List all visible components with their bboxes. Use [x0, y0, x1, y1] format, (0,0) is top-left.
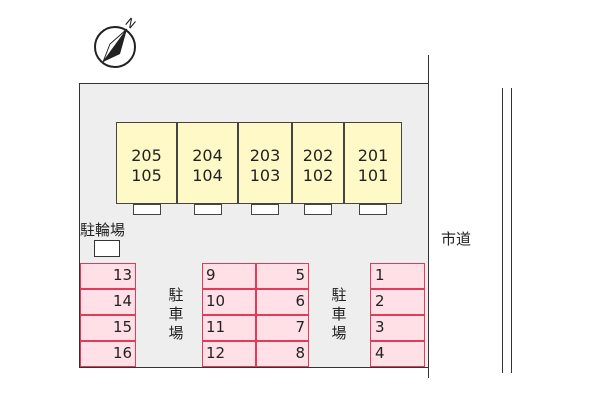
parking-space-number: 4	[375, 344, 385, 362]
parking-space: 6	[256, 289, 309, 315]
parking-label-middle: 駐車場	[168, 286, 184, 342]
unit-entrance-porch	[359, 204, 387, 215]
unit-number-upper: 205	[131, 146, 162, 165]
parking-space: 9	[202, 263, 256, 289]
unit-number-upper: 201	[357, 146, 389, 165]
parking-space: 1	[370, 263, 425, 289]
parking-space-number: 15	[113, 318, 133, 336]
parking-space: 7	[256, 315, 309, 341]
parking-space: 10	[202, 289, 256, 315]
bicycle-parking-area	[94, 240, 120, 257]
lot-right-boundary	[428, 55, 429, 378]
unit-entrance-porch	[304, 204, 332, 215]
parking-label-right: 駐車場	[331, 286, 347, 342]
parking-space: 4	[370, 341, 425, 367]
unit-entrance-porch	[193, 204, 222, 215]
parking-space-number: 14	[113, 292, 133, 310]
parking-space-number: 16	[113, 344, 133, 362]
parking-space-number: 7	[295, 318, 305, 336]
parking-space-number: 8	[295, 344, 305, 362]
unit-number-upper: 203	[249, 146, 281, 165]
parking-space-number: 3	[375, 318, 385, 336]
parking-space: 13	[80, 263, 136, 289]
parking-space: 12	[202, 341, 256, 367]
parking-space-number: 10	[206, 292, 226, 310]
unit-number-lower: 105	[131, 166, 162, 185]
parking-space-number: 12	[206, 344, 226, 362]
road-label: 市道	[441, 230, 472, 248]
road-edge-left	[502, 88, 503, 373]
unit-number-lower: 102	[302, 166, 334, 185]
north-compass-icon: N	[94, 15, 138, 68]
parking-space-number: 1	[375, 266, 385, 284]
parking-space-number: 11	[206, 318, 226, 336]
parking-space-number: 5	[295, 266, 305, 284]
parking-space: 16	[80, 341, 136, 367]
parking-space: 2	[370, 289, 425, 315]
parking-space-number: 2	[375, 292, 385, 310]
unit-number-lower: 101	[357, 166, 389, 185]
unit-number-upper: 204	[192, 146, 223, 165]
unit-number-lower: 103	[249, 166, 281, 185]
parking-space-number: 13	[113, 266, 133, 284]
road-edge-right	[511, 88, 512, 373]
parking-space-number: 9	[206, 266, 216, 284]
parking-space: 11	[202, 315, 256, 341]
bicycle-parking-label: 駐輪場	[80, 221, 126, 239]
parking-space: 3	[370, 315, 425, 341]
unit-entrance-porch	[251, 204, 279, 215]
unit-entrance-porch	[132, 204, 161, 215]
parking-space-number: 6	[295, 292, 305, 310]
unit-number-upper: 202	[302, 146, 334, 165]
unit-number-lower: 104	[192, 166, 223, 185]
parking-space: 5	[256, 263, 309, 289]
parking-space: 14	[80, 289, 136, 315]
parking-space: 15	[80, 315, 136, 341]
parking-space: 8	[256, 341, 309, 367]
